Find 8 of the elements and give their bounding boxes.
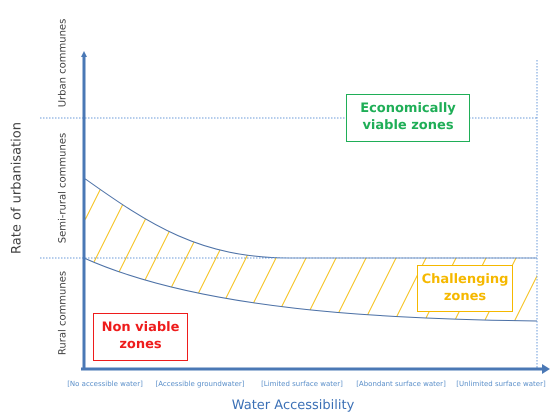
zone-box: Economically viable zones bbox=[346, 94, 470, 142]
zone-box: Non viable zones bbox=[93, 313, 188, 361]
axis-category-label: Rural communes bbox=[58, 270, 68, 356]
axis-category-label: Semi-rural communes bbox=[58, 132, 68, 244]
axis-title: Water Accessibility bbox=[232, 398, 354, 413]
axis-category-label: Urban communes bbox=[58, 18, 68, 108]
axis-title: Rate of urbanisation bbox=[10, 122, 24, 254]
zone-box: Challenging zones bbox=[417, 265, 513, 312]
